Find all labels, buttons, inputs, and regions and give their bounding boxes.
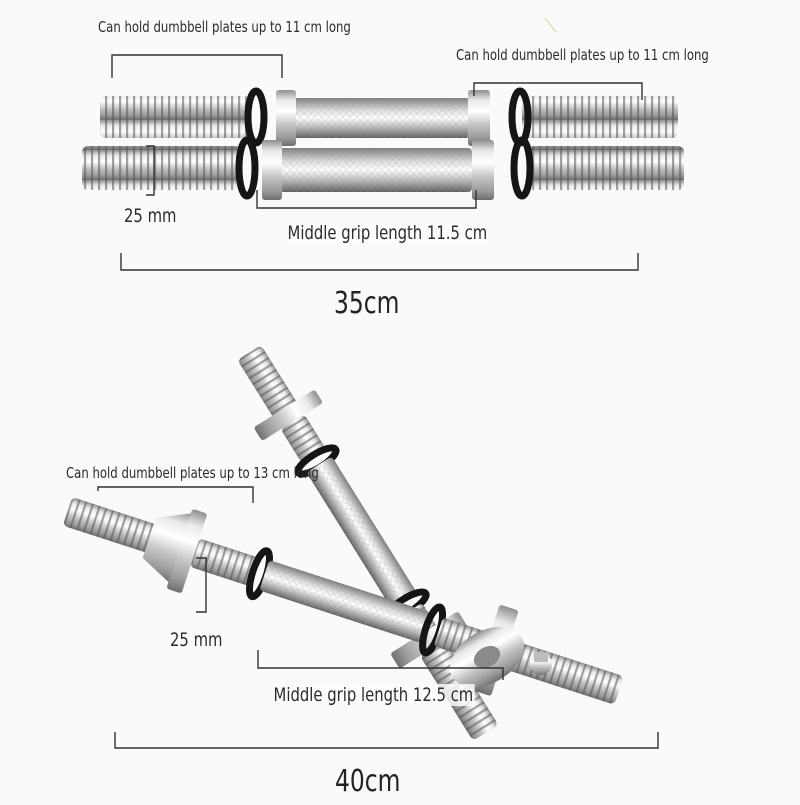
top-plate-capacity-left-label: Can hold dumbbell plates up to 11 cm lon… [98,18,351,36]
top-total-length-label: 35cm [334,286,400,321]
bottom-diameter-label: 25 mm [170,629,223,651]
bottom-total-length-label: 40cm [335,764,401,799]
decorative-tick [544,17,557,33]
top-diameter-label: 25 mm [124,205,177,227]
bottom-grip-length-label: Middle grip length 12.5 cm [272,684,475,706]
top-bar-upper [100,87,678,147]
ring-icon [508,87,532,147]
top-grip-length-label: Middle grip length 11.5 cm [286,222,489,244]
collar-nut-icon [450,626,552,688]
bottom-dimension-lines [97,486,659,749]
top-plate-capacity-right-label: Can hold dumbbell plates up to 11 cm lon… [456,46,709,64]
top-dimension-lines [111,54,643,271]
bottom-bar-angled [64,498,623,704]
ring-icon [235,136,259,200]
ring-icon [244,87,268,147]
ring-icon [510,136,534,200]
bottom-plate-capacity-label: Can hold dumbbell plates up to 13 cm lon… [66,464,319,482]
top-bar-lower [82,136,684,200]
